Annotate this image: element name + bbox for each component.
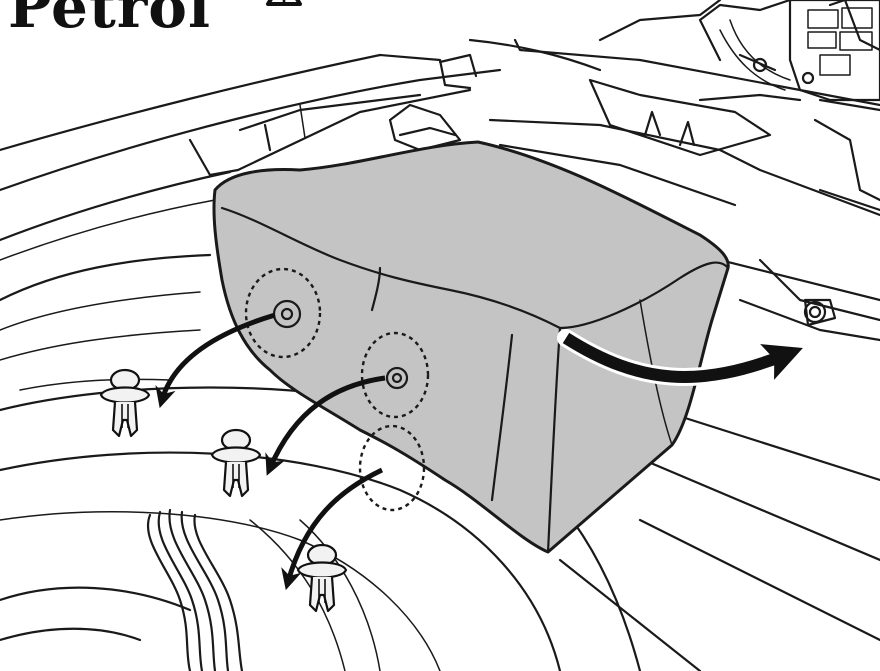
fuse-box-component bbox=[720, 0, 880, 100]
mounting-bolt bbox=[805, 300, 835, 325]
trim-cover-panel bbox=[214, 142, 728, 552]
warning-triangle-icon bbox=[268, 0, 300, 4]
push-clip-3 bbox=[298, 545, 346, 611]
push-clip-2 bbox=[212, 430, 260, 496]
